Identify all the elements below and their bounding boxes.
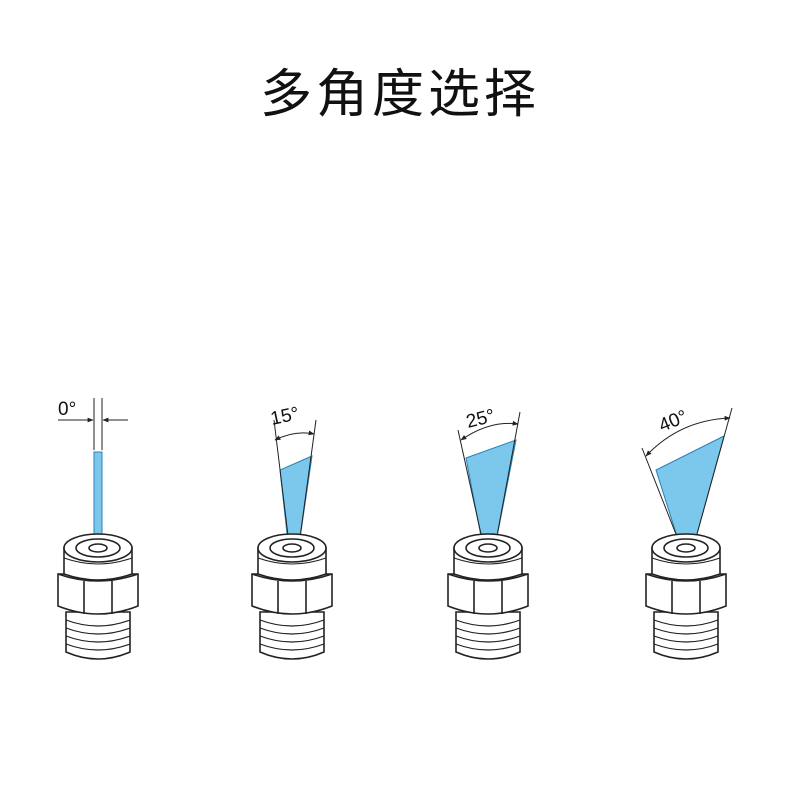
angle-label: 25°	[464, 406, 497, 433]
nozzle-body	[645, 533, 727, 660]
page-title: 多角度选择	[259, 65, 540, 125]
angle-label: 0°	[58, 399, 76, 420]
angle-label: 15°	[269, 403, 301, 430]
nozzle-body	[251, 533, 333, 660]
nozzle-0deg: 0°	[57, 398, 139, 660]
angle-label: 40°	[656, 406, 691, 436]
nozzle-body	[447, 533, 529, 660]
angle-dimension: 0°	[58, 398, 128, 450]
nozzle-body	[57, 533, 139, 660]
nozzle-25deg: 25°	[447, 406, 529, 660]
nozzle-40deg: 40°	[641, 406, 733, 660]
nozzle-15deg: 15°	[251, 403, 333, 660]
